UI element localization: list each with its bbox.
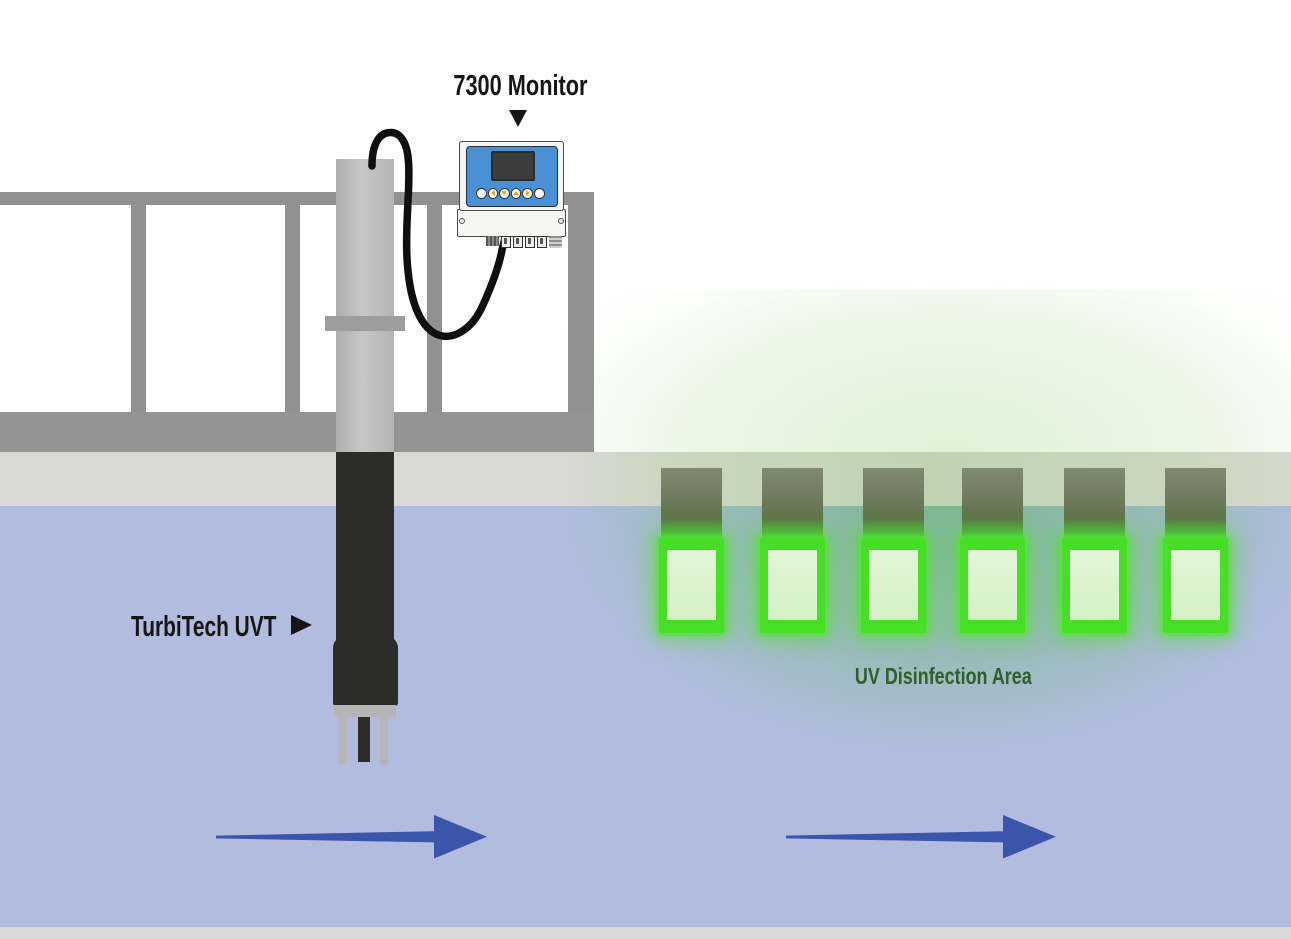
uv-lamp-stem <box>762 468 823 542</box>
uv-lamp <box>760 468 825 668</box>
uv-lamp-emitter <box>659 538 724 633</box>
down-arrow-icon <box>501 191 508 196</box>
uv-area-label: UV Disinfection Area <box>818 664 1068 688</box>
railing-post <box>131 205 146 412</box>
uv-lamp-window <box>1171 550 1220 620</box>
railing-post <box>285 205 300 412</box>
screw-icon <box>459 218 465 224</box>
monitor-cable-glands <box>486 236 566 249</box>
uv-lamp-window <box>968 550 1017 620</box>
monitor-button-down <box>499 188 510 199</box>
uv-lamp-stem <box>661 468 722 542</box>
cable-gland <box>548 236 562 248</box>
right-pointer-icon <box>291 615 312 635</box>
uv-lamp-window <box>869 550 918 620</box>
railing-post <box>427 205 442 412</box>
probe-sensor-head <box>333 636 398 706</box>
monitor-button-blank <box>476 188 487 199</box>
probe-clamp <box>325 316 405 331</box>
uv-lamp-window <box>667 550 716 620</box>
right-arrow-icon <box>525 190 530 197</box>
railing-end-post <box>568 205 594 412</box>
cable-gland <box>536 236 547 248</box>
probe-end-cap <box>334 705 396 717</box>
monitor-button-right <box>522 188 533 199</box>
left-arrow-icon <box>490 190 495 197</box>
uv-lamp-stem <box>1064 468 1125 542</box>
channel-bottom-strip <box>0 927 1291 939</box>
down-pointer-icon <box>509 110 527 127</box>
monitor-button-left <box>487 188 499 199</box>
uv-lamp-emitter <box>1163 538 1228 633</box>
uv-lamp <box>861 468 926 668</box>
monitor-label: 7300 Monitor <box>420 70 620 102</box>
uv-lamp-stem <box>962 468 1023 542</box>
uv-lamp-window <box>1070 550 1119 620</box>
monitor-label-text: 7300 Monitor <box>452 70 588 102</box>
monitor-button-up <box>510 188 522 199</box>
uv-glow-dome <box>560 290 1291 452</box>
cable-gland <box>524 236 535 248</box>
probe-prong <box>380 717 388 764</box>
probe-label: TurbiTech UVT <box>131 611 333 643</box>
up-arrow-icon <box>513 191 520 196</box>
probe-mounting-pole <box>336 159 394 453</box>
screw-icon <box>558 218 564 224</box>
probe-prong <box>358 717 370 762</box>
probe-label-text: TurbiTech UVT <box>131 611 277 643</box>
uv-lamp <box>960 468 1025 668</box>
uv-lamp-emitter <box>760 538 825 633</box>
walkway-deck <box>0 412 594 452</box>
cable-gland <box>500 236 511 248</box>
uv-lamp-window <box>768 550 817 620</box>
cable-gland <box>512 236 523 248</box>
cable-gland <box>486 236 499 246</box>
monitor-keypad <box>476 188 546 199</box>
uv-area-label-text: UV Disinfection Area <box>854 663 1032 689</box>
monitor-terminal-box <box>457 209 566 237</box>
probe-prong <box>339 717 347 764</box>
monitor-button-blank <box>533 188 545 199</box>
uv-lamp-stem <box>863 468 924 542</box>
probe-sensor-body <box>336 452 394 640</box>
uv-lamp-stem <box>1165 468 1226 542</box>
uv-lamp-emitter <box>861 538 926 633</box>
monitor-screen <box>491 151 535 181</box>
uv-lamp <box>1163 468 1228 668</box>
uv-lamp <box>659 468 724 668</box>
uv-lamp-emitter <box>960 538 1025 633</box>
uv-lamp <box>1062 468 1127 668</box>
uv-lamp-emitter <box>1062 538 1127 633</box>
